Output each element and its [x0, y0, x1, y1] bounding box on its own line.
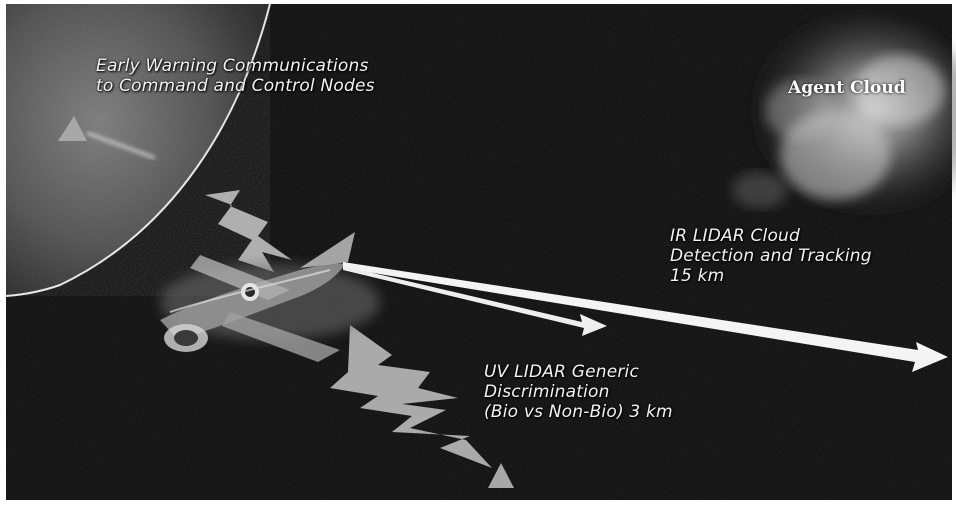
uv-lidar-line-3: (Bio vs Non-Bio) 3 km: [484, 402, 673, 422]
ir-lidar-beam: [343, 262, 948, 372]
uplink-beam: [86, 131, 156, 160]
ground-station-triangle-lower: [488, 463, 514, 488]
aircraft: [160, 232, 380, 362]
uv-lidar-line-1: UV LIDAR Generic: [484, 362, 640, 382]
ir-lidar-line-1: IR LIDAR Cloud: [670, 226, 801, 246]
early-warning-line-1: Early Warning Communications: [96, 56, 369, 76]
agent-cloud-label: Agent Cloud: [788, 78, 906, 98]
agent-cloud: [732, 15, 956, 225]
ir-lidar-line-3: 15 km: [670, 266, 725, 286]
earth-globe: [5, 3, 271, 297]
comm-bolt-upper: [205, 190, 292, 272]
ir-lidar-label: IR LIDAR Cloud Detection and Tracking 15…: [670, 226, 872, 286]
early-warning-label: Early Warning Communications to Command …: [96, 56, 375, 96]
ir-lidar-line-2: Detection and Tracking: [670, 246, 872, 266]
early-warning-line-2: to Command and Control Nodes: [96, 76, 375, 96]
uv-lidar-beam: [343, 266, 607, 336]
uv-lidar-label: UV LIDAR Generic Discrimination (Bio vs …: [484, 362, 673, 422]
comm-bolt-lower: [330, 325, 492, 468]
ground-station-triangle-upper: [58, 116, 87, 141]
uv-lidar-line-2: Discrimination: [484, 382, 610, 402]
